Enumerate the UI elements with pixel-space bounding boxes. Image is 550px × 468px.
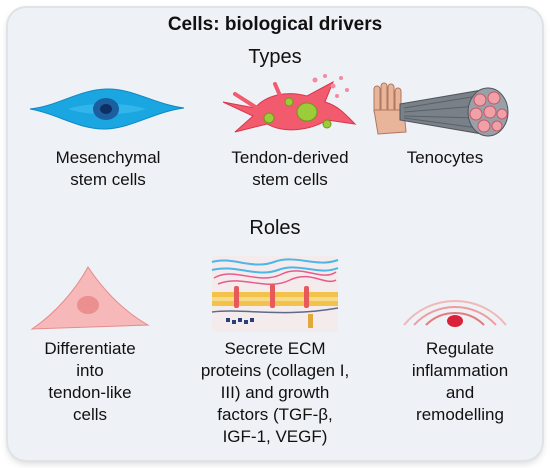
types-heading: Types (248, 46, 302, 68)
ecm-membrane-icon (211, 256, 339, 332)
type-label-tendon-derived: Tendon-derived stem cells (231, 148, 349, 189)
role-label-differentiate: Differentiate into tendon-like cells (44, 339, 136, 424)
role-label-regulate: Regulate inflammation and remodelling (411, 339, 509, 424)
role-label-secrete-ecm: Secrete ECM proteins (collagen I, III) a… (200, 339, 350, 446)
mesenchymal-cell-icon (29, 88, 185, 130)
differentiating-cell-icon (30, 266, 150, 330)
type-label-mesenchymal: Mesenchymal stem cells (55, 148, 161, 189)
figure-title: Cells: biological drivers (167, 14, 383, 35)
inflammation-signal-icon (403, 300, 507, 327)
type-label-tenocytes: Tenocytes (406, 148, 484, 167)
tenocyte-hand-icon (373, 82, 509, 137)
tendon-stem-cell-icon (222, 74, 357, 133)
roles-heading: Roles (249, 217, 301, 239)
